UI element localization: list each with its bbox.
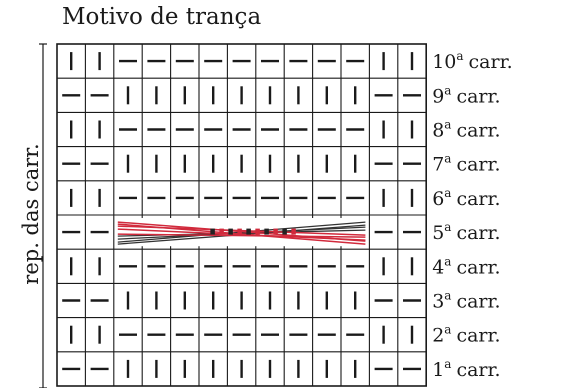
row-word: carr.: [469, 51, 513, 73]
row-label: 5a carr.: [432, 220, 500, 244]
row-number: 9: [432, 85, 444, 107]
cable-knot: [210, 228, 215, 235]
row-word: carr.: [456, 325, 500, 347]
row-word: carr.: [456, 120, 500, 142]
row-ordinal: a: [456, 49, 463, 63]
repeat-label: rep. das carr.: [19, 143, 43, 284]
row-ordinal: a: [444, 152, 451, 166]
row-ordinal: a: [444, 254, 451, 268]
row-ordinal: a: [444, 83, 451, 97]
row-word: carr.: [456, 154, 500, 176]
row-number: 3: [432, 291, 444, 313]
row-ordinal: a: [444, 289, 451, 303]
row-ordinal: a: [444, 323, 451, 337]
row-number: 7: [432, 154, 444, 176]
chart-grid: [56, 43, 428, 387]
row-word: carr.: [456, 291, 500, 313]
row-number: 5: [432, 222, 444, 244]
row-word: carr.: [456, 85, 500, 107]
cable-knot: [264, 228, 269, 235]
cable-knot: [273, 228, 278, 235]
row-word: carr.: [456, 359, 500, 381]
row-ordinal: a: [444, 357, 451, 371]
cable-knot: [228, 228, 233, 235]
row-ordinal: a: [444, 118, 451, 132]
row-word: carr.: [456, 188, 500, 210]
row-number: 10: [432, 51, 456, 73]
cable-crossing: [114, 218, 369, 247]
row-number: 4: [432, 256, 444, 278]
row-ordinal: a: [444, 186, 451, 200]
row-label: 6a carr.: [432, 186, 500, 210]
row-number: 8: [432, 120, 444, 142]
cable-knot: [219, 228, 224, 235]
row-label: 2a carr.: [432, 323, 500, 347]
cable-knot: [282, 228, 287, 235]
row-label: 3a carr.: [432, 289, 500, 313]
row-label: 7a carr.: [432, 152, 500, 176]
row-label: 1a carr.: [432, 357, 500, 381]
chart-title: Motivo de trança: [62, 4, 262, 30]
row-number: 2: [432, 325, 444, 347]
row-label: 9a carr.: [432, 83, 500, 107]
cable-strand-red: [117, 233, 366, 238]
cable-knot: [255, 228, 260, 235]
repeat-bracket: [39, 43, 47, 388]
row-number: 1: [432, 359, 444, 381]
stitch-symbols: [62, 52, 421, 378]
row-label: 10a carr.: [432, 49, 512, 73]
row-word: carr.: [456, 222, 500, 244]
row-word: carr.: [456, 256, 500, 278]
cable-knot: [291, 228, 296, 235]
cable-knot: [246, 228, 251, 235]
row-label: 4a carr.: [432, 254, 500, 278]
cable-knot: [237, 228, 242, 235]
row-label: 8a carr.: [432, 118, 500, 142]
row-number: 6: [432, 188, 444, 210]
row-ordinal: a: [444, 220, 451, 234]
